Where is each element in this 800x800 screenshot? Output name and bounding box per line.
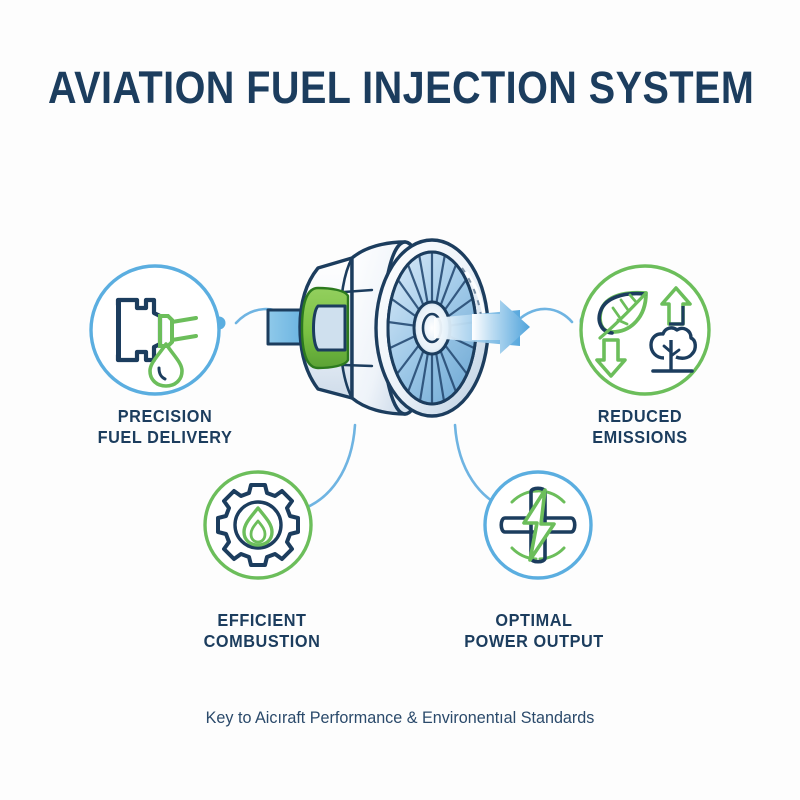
propeller-lightning-icon [499, 486, 577, 564]
node-label-line2: EMISSIONS [592, 427, 688, 448]
node-label-line1: PRECISION [117, 406, 213, 426]
fuel-injector-nozzle-icon [115, 297, 198, 388]
fuel-injector-element [300, 286, 350, 370]
connector-to-combustion [298, 423, 357, 512]
node-label-line1: REDUCED [597, 406, 683, 426]
node-reduced-emissions[interactable] [579, 264, 711, 396]
leaf-arrows-tree-icon [595, 286, 697, 378]
node-ring-combustion [203, 470, 313, 580]
node-efficient-combustion[interactable] [203, 470, 313, 580]
node-label-efficient-combustion: EFFICIENT COMBUSTION [150, 610, 373, 653]
node-label-line1: EFFICIENT [217, 610, 307, 630]
node-precision-fuel-delivery[interactable] [89, 264, 221, 396]
node-label-line2: POWER OUTPUT [464, 631, 604, 652]
footer-caption: Key to Aicıraft Performance & Environent… [205, 708, 595, 727]
node-label-line1: OPTIMAL [495, 610, 573, 630]
jet-engine [266, 238, 530, 418]
node-label-reduced-emissions: REDUCED EMISSIONS [528, 406, 751, 449]
page-title: AVIATION FUEL INJECTION SYSTEM [48, 62, 755, 113]
node-label-precision-fuel-delivery: PRECISION FUEL DELIVERY [53, 406, 276, 449]
node-label-line2: COMBUSTION [203, 631, 321, 652]
gear-flame-icon [216, 483, 300, 567]
node-optimal-power-output[interactable] [483, 470, 593, 580]
node-ring-precision [89, 264, 221, 396]
node-label-optimal-power-output: OPTIMAL POWER OUTPUT [422, 610, 645, 653]
node-ring-emissions [579, 264, 711, 396]
thrust-outlet-arrow [472, 300, 530, 354]
node-label-line2: FUEL DELIVERY [97, 427, 233, 448]
